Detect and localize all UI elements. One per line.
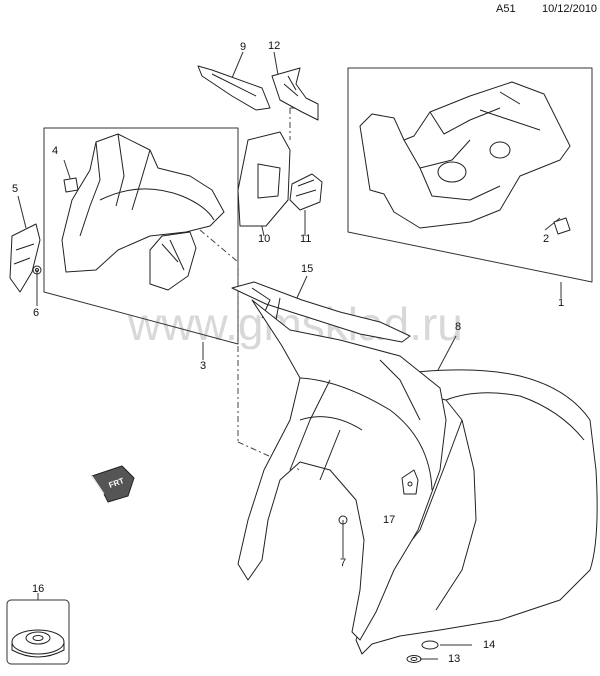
part-inner-quarter-structure xyxy=(237,299,447,641)
callout-2: 2 xyxy=(543,233,550,245)
part-12-bracket xyxy=(271,67,319,121)
callout-6: 6 xyxy=(33,307,40,319)
part-14-plug xyxy=(421,640,439,650)
group-frame-1 xyxy=(347,67,593,283)
part-inner-wheelhouse-group3 xyxy=(61,133,225,291)
part-group1-assembly xyxy=(359,81,571,229)
callout-14: 14 xyxy=(483,639,496,651)
part-11-bracket xyxy=(289,173,323,211)
callout-5: 5 xyxy=(12,183,19,195)
frt-arrow-icon: FRT xyxy=(91,465,135,503)
part-5-bracket xyxy=(9,223,41,293)
callout-11: 11 xyxy=(300,233,312,245)
part-2-clip xyxy=(553,217,571,235)
callout-12: 12 xyxy=(268,40,281,52)
callout-3: 3 xyxy=(200,360,207,372)
callout-17: 17 xyxy=(383,514,396,526)
page-code: A51 xyxy=(496,3,516,15)
part-10-panel xyxy=(237,131,291,227)
callout-8: 8 xyxy=(455,321,462,333)
part-7-nut xyxy=(338,515,348,525)
group-frame-3 xyxy=(43,127,239,345)
part-9-rail xyxy=(197,65,271,111)
part-6-nut xyxy=(32,265,42,275)
part-17-bracket xyxy=(401,469,419,495)
part-4-clip xyxy=(63,177,79,193)
callout-1: 1 xyxy=(558,297,565,309)
callout-13: 13 xyxy=(448,653,461,665)
page-date: 10/12/2010 xyxy=(542,3,598,15)
callout-7: 7 xyxy=(340,557,347,569)
part-15-rail xyxy=(231,281,411,343)
callout-9: 9 xyxy=(240,41,247,53)
part-16-cup xyxy=(11,629,65,658)
part-8-quarter-panel xyxy=(355,369,598,655)
callout-15: 15 xyxy=(301,263,314,275)
callout-10: 10 xyxy=(258,233,271,245)
callout-4: 4 xyxy=(52,145,59,157)
callout-16: 16 xyxy=(32,583,45,595)
part-13-plug xyxy=(406,655,422,663)
